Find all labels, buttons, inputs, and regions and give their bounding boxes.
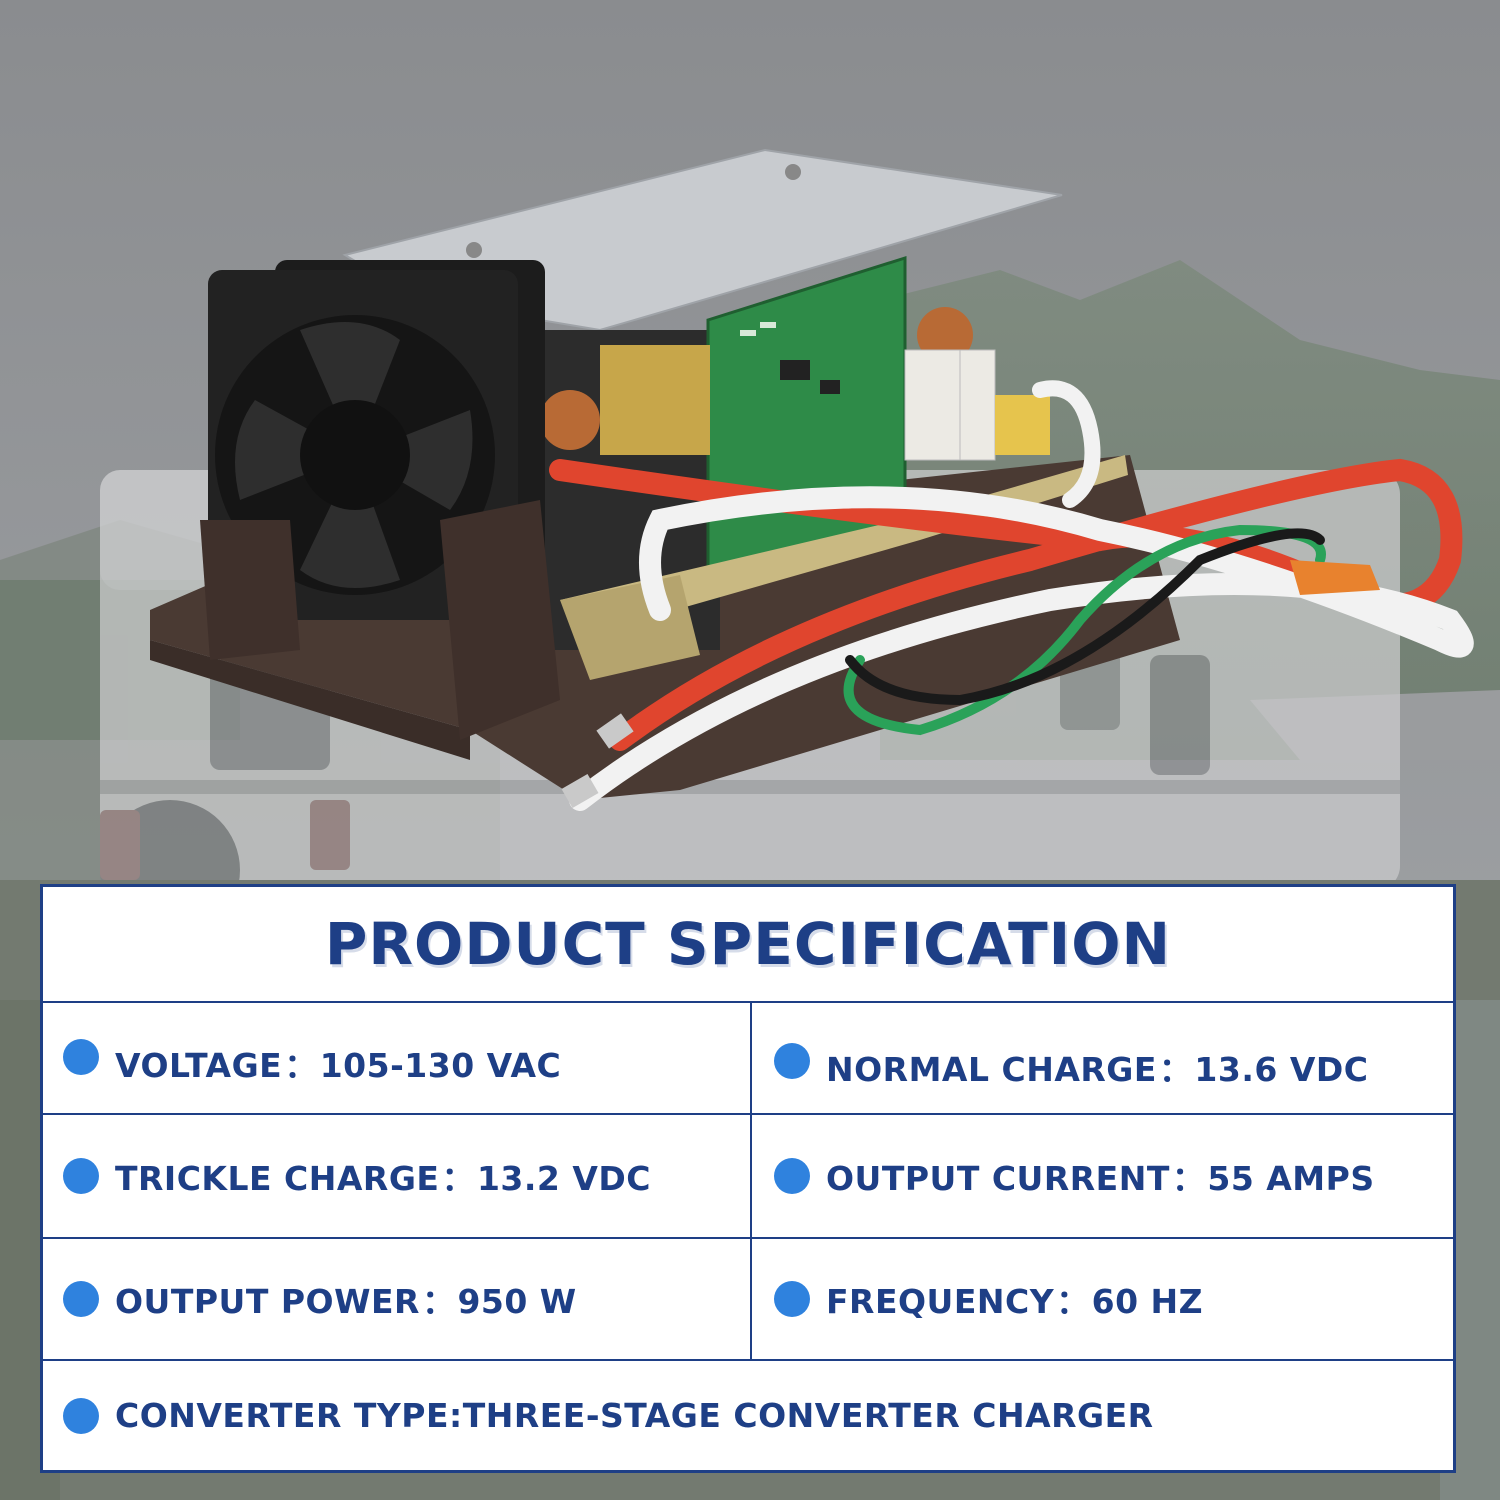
- spec-text: OUTPUT CURRENT：55 AMPS: [826, 1152, 1375, 1200]
- spec-text: TRICKLE CHARGE：13.2 VDC: [115, 1152, 651, 1200]
- spec-item-output-power: OUTPUT POWER：950 W: [43, 1239, 752, 1359]
- spec-label: VOLTAGE: [115, 1046, 283, 1085]
- spec-text: VOLTAGE：105-130 VAC: [115, 1039, 561, 1087]
- wire-nut: [1290, 560, 1380, 595]
- spec-label: FREQUENCY: [826, 1282, 1055, 1321]
- spec-separator-colon: :: [449, 1396, 463, 1435]
- red-wire: [549, 458, 1463, 751]
- spec-text: CONVERTER TYPE:THREE-STAGE CONVERTER CHA…: [115, 1396, 1154, 1435]
- spec-separator: ：: [441, 1159, 475, 1198]
- spec-label: OUTPUT CURRENT: [826, 1159, 1170, 1198]
- spec-row-1: VOLTAGE：105-130 VAC NORMAL CHARGE：13.6 V…: [43, 1003, 1453, 1115]
- spec-value: 60 HZ: [1091, 1282, 1204, 1321]
- spec-label: TRICKLE CHARGE: [115, 1159, 440, 1198]
- spec-separator: ：: [421, 1282, 456, 1321]
- white-wire: [569, 486, 1474, 811]
- spec-row-2: TRICKLE CHARGE：13.2 VDC OUTPUT CURRENT：5…: [43, 1115, 1453, 1239]
- bullet-dot-icon: [63, 1397, 99, 1434]
- spec-item-voltage: VOLTAGE：105-130 VAC: [43, 1003, 752, 1113]
- spec-row-3: OUTPUT POWER：950 W FREQUENCY：60 HZ: [43, 1239, 1453, 1361]
- spec-separator: ：: [1158, 1050, 1193, 1089]
- spec-separator: ：: [284, 1046, 318, 1085]
- spec-value: 105-130 VAC: [319, 1046, 562, 1085]
- spec-item-trickle-charge: TRICKLE CHARGE：13.2 VDC: [43, 1115, 752, 1237]
- spec-value: 950 W: [457, 1282, 577, 1321]
- spec-value: 13.2 VDC: [476, 1159, 652, 1198]
- black-wire: [845, 528, 1325, 706]
- spec-text: FREQUENCY：60 HZ: [826, 1275, 1203, 1323]
- spec-item-output-current: OUTPUT CURRENT：55 AMPS: [752, 1115, 1453, 1237]
- product-specification-panel: PRODUCT SPECIFICATION VOLTAGE：105-130 VA…: [40, 884, 1456, 1473]
- spec-label: OUTPUT POWER: [115, 1282, 420, 1321]
- bullet-dot-icon: [774, 1043, 810, 1079]
- spec-value: 13.6 VDC: [1194, 1050, 1369, 1089]
- spec-text: OUTPUT POWER：950 W: [115, 1275, 577, 1323]
- bullet-dot-icon: [63, 1039, 99, 1075]
- spec-label: CONVERTER TYPE: [115, 1396, 449, 1435]
- spec-label: NORMAL CHARGE: [826, 1050, 1157, 1089]
- bullet-dot-icon: [774, 1158, 810, 1194]
- spec-item-converter-type: CONVERTER TYPE:THREE-STAGE CONVERTER CHA…: [43, 1361, 1453, 1470]
- spec-item-normal-charge: NORMAL CHARGE：13.6 VDC: [752, 1003, 1453, 1113]
- spec-value: 55 AMPS: [1207, 1159, 1375, 1198]
- bullet-dot-icon: [63, 1281, 99, 1317]
- spec-text: NORMAL CHARGE：13.6 VDC: [826, 1043, 1368, 1091]
- spec-row-4: CONVERTER TYPE:THREE-STAGE CONVERTER CHA…: [43, 1361, 1453, 1470]
- spec-value: THREE-STAGE CONVERTER CHARGER: [462, 1396, 1154, 1435]
- converter-product-image: [150, 148, 1474, 811]
- spec-separator: ：: [1056, 1282, 1090, 1321]
- spec-separator: ：: [1171, 1159, 1206, 1198]
- bullet-dot-icon: [774, 1281, 810, 1317]
- spec-item-frequency: FREQUENCY：60 HZ: [752, 1239, 1453, 1359]
- green-wire: [843, 524, 1326, 736]
- spec-title: PRODUCT SPECIFICATION: [43, 887, 1453, 1003]
- bullet-dot-icon: [63, 1158, 99, 1194]
